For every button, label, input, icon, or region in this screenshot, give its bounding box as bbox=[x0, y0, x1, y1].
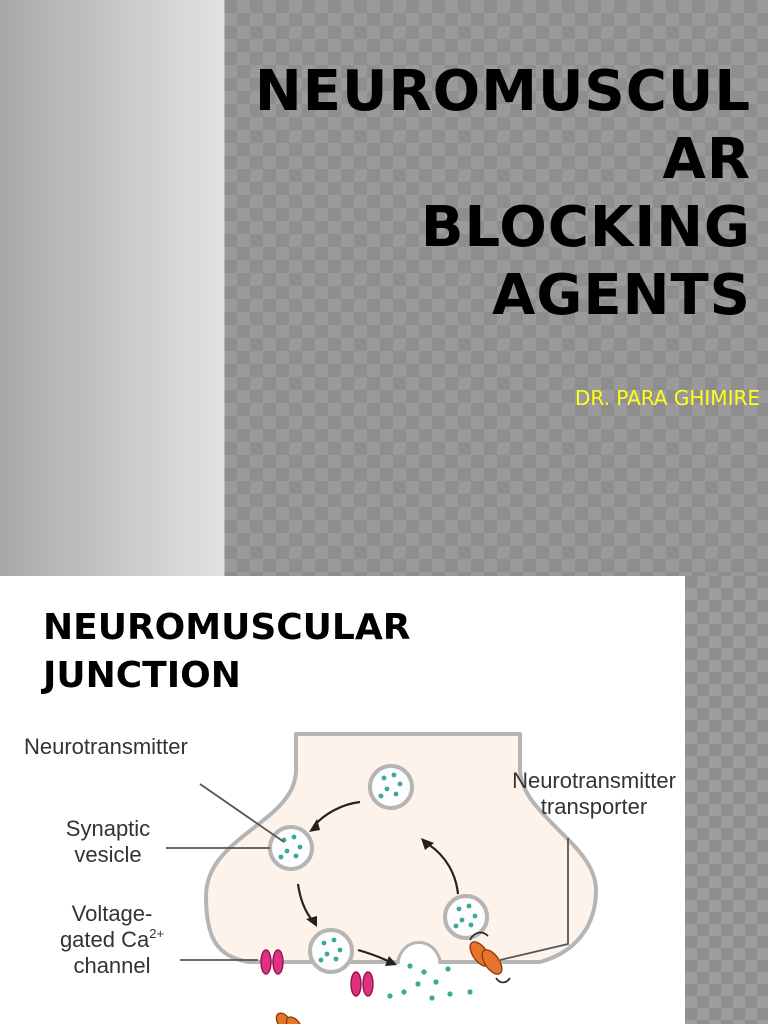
slide-heading: NEUROMUSCULAR JUNCTION bbox=[43, 604, 410, 700]
title-slide: NEUROMUSCUL AR BLOCKING AGENTS DR. PARA … bbox=[0, 0, 768, 576]
patterned-side-stripe bbox=[685, 576, 768, 1024]
calcium-channel bbox=[362, 971, 374, 997]
synaptic-vesicle bbox=[368, 764, 414, 810]
synaptic-vesicle bbox=[268, 825, 314, 871]
neurotransmitter-dots bbox=[278, 772, 478, 1001]
label-synaptic-vesicle: Synaptic vesicle bbox=[65, 816, 151, 867]
calcium-channel bbox=[272, 949, 284, 975]
neuromuscular-junction-diagram: Neurotransmitter Synaptic vesicle Neurot… bbox=[0, 726, 690, 1024]
label-voltage-gated-calcium-channel: Voltage- gated Ca2+ channel bbox=[59, 901, 165, 978]
label-leader-lines bbox=[166, 783, 569, 961]
title-line: AGENTS bbox=[492, 263, 751, 328]
transporter-arrows bbox=[469, 931, 511, 984]
arrow-head bbox=[309, 819, 320, 832]
arrow-head bbox=[421, 838, 434, 850]
title-line: BLOCKING bbox=[420, 195, 751, 260]
content-slide: NEUROMUSCULAR JUNCTION bbox=[0, 576, 768, 1024]
title-line: NEUROMUSCUL bbox=[254, 59, 751, 124]
exocytosis-opening bbox=[396, 941, 442, 963]
cycle-arrow bbox=[296, 883, 313, 921]
calcium-channel bbox=[260, 949, 272, 975]
presentation-author: DR. PARA GHIMIRE bbox=[574, 386, 760, 410]
gradient-side-panel bbox=[0, 0, 224, 576]
neurotransmitter-transporter bbox=[275, 941, 503, 1024]
patterned-title-panel bbox=[224, 0, 768, 576]
title-line: AR bbox=[662, 127, 751, 192]
presentation-title: NEUROMUSCUL AR BLOCKING AGENTS bbox=[231, 58, 751, 330]
cycle-arrow bbox=[427, 843, 460, 895]
label-neurotransmitter: Neurotransmitter bbox=[24, 734, 188, 759]
arrow-head bbox=[385, 956, 397, 966]
arrow-heads bbox=[306, 819, 434, 966]
leader-transporter bbox=[499, 838, 569, 961]
calcium-channel bbox=[350, 971, 362, 997]
heading-line: JUNCTION bbox=[43, 655, 241, 696]
arrow-head bbox=[306, 916, 317, 927]
label-neurotransmitter-transporter: Neurotransmitter transporter bbox=[512, 768, 676, 819]
calcium-channels bbox=[260, 949, 374, 997]
synapse-illustration bbox=[166, 732, 598, 1024]
leader-neurotransmitter bbox=[199, 783, 285, 843]
heading-line: NEUROMUSCULAR bbox=[43, 607, 411, 648]
synaptic-vesicle bbox=[308, 928, 354, 974]
